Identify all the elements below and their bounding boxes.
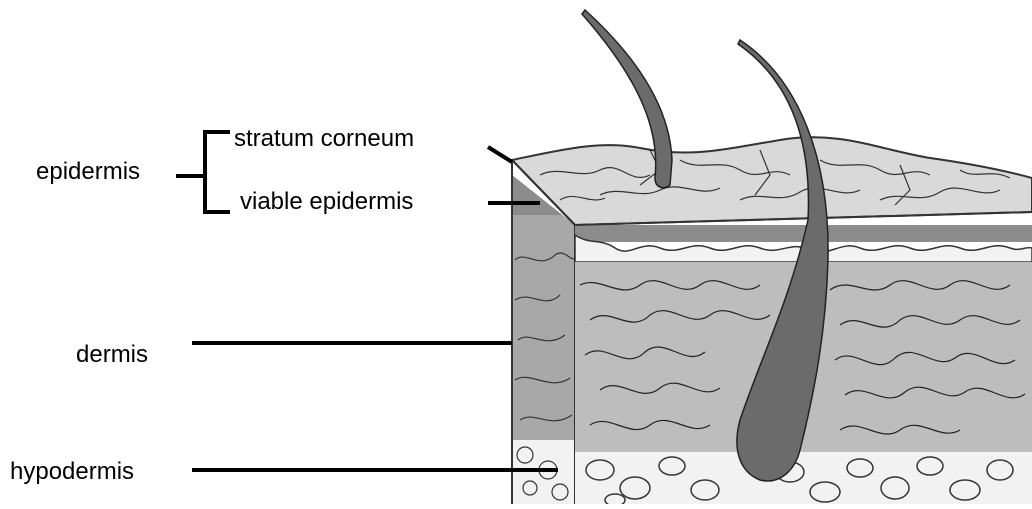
leader-lines xyxy=(176,132,558,470)
label-stratum-corneum: stratum corneum xyxy=(234,127,414,151)
label-dermis: dermis xyxy=(76,343,148,367)
label-viable-epidermis: viable epidermis xyxy=(240,190,413,214)
label-epidermis: epidermis xyxy=(36,160,140,184)
stratum-corneum-leader xyxy=(488,147,512,162)
label-hypodermis: hypodermis xyxy=(10,460,134,484)
skin-surface-top xyxy=(512,137,1032,225)
